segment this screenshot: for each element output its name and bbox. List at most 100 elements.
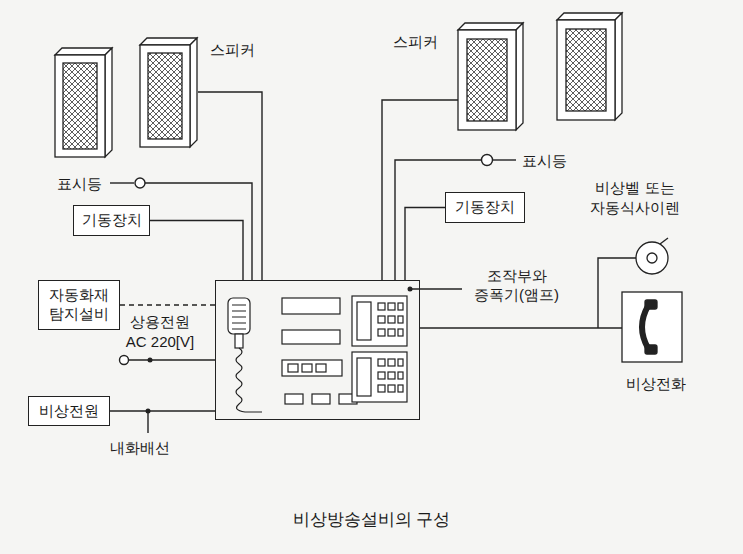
wire-connector [405,208,445,281]
amplifier-panel [352,296,407,346]
speaker-symbol [615,13,622,120]
amplifier-panel [378,316,385,323]
trigger-box: 기동장치 [445,192,525,223]
indicator-lamp [120,155,493,365]
fire-detector-box: 자동화재 탐지설비 [38,280,120,330]
signal-wire [493,159,516,160]
speaker-symbol [557,20,615,120]
speaker-symbol [467,39,507,121]
amplifier-panel [398,372,403,379]
speaker-symbol [105,48,112,157]
speaker-symbol [55,48,112,55]
node-text: 자동화재 탐지설비 [45,286,113,324]
speaker-symbol [566,29,606,111]
node-text: 기동장치 [82,211,142,230]
speaker-symbol [516,23,523,130]
microphone-symbol [232,305,246,329]
bell-symbol [647,253,657,263]
signal-wire [110,182,134,183]
microphone-symbol [228,298,262,412]
amplifier-panel [357,358,371,396]
speaker-symbol [55,55,105,157]
node-text: 기동장치 [455,198,515,217]
junction-dot [408,287,413,292]
node-text: 비상전원 [39,402,99,421]
amplifier-panel [316,364,326,372]
bell-label: 비상벨 또는 자동식사이렌 [585,178,685,217]
speaker-symbol [557,13,622,20]
speaker-symbol [148,53,182,139]
signal-wire [145,183,252,280]
wiring-label: 내화배선 [110,438,170,458]
amplifier-panel [378,329,385,336]
speaker-symbol [458,23,523,30]
speaker-symbol [63,63,97,149]
bell-symbol [636,242,668,274]
amplifier-panel [282,298,340,314]
amplifier-panel [388,359,395,366]
indicator-lamp [135,178,145,188]
signal-wire [420,327,622,328]
microphone-symbol [236,348,262,412]
power-label: 상용전원 AC 220[V] [120,312,200,351]
amplifier-panel [378,372,385,379]
amplifier-panel [282,296,407,404]
bell-symbol [660,238,668,244]
amplifier-panel [388,316,395,323]
amplifier-unit: 조작부와 증폭기(앰프) [215,280,420,420]
signal-wire [382,100,458,280]
amplifier-panel [388,385,395,392]
phone-label: 비상전화 [626,374,686,394]
speaker-symbol [140,45,190,147]
amplifier-panel [352,352,407,402]
emergency-power-box: 비상전원 [28,396,110,426]
microphone-symbol [235,334,243,348]
speaker-symbol [140,38,197,45]
amplifier-panel [398,329,403,336]
amplifier-panel [388,329,395,336]
junction-dot [148,358,153,363]
lamp-label: 표시등 [522,151,567,171]
phone-symbol [645,345,657,354]
phone-symbol [645,300,657,309]
amplifier-panel [288,364,298,372]
indicator-lamp [120,356,129,365]
amplifier-panel [357,302,371,340]
speaker-symbol [190,38,197,147]
wire-connector [120,304,215,305]
amplifier-panel [282,360,342,376]
signal-wire [147,411,148,433]
amplifier-panel [398,303,403,310]
microphone-symbol [228,298,250,334]
speaker-label: 스피커 [393,32,438,52]
amplifier-panel [388,303,395,310]
signal-wire [410,288,462,289]
indicator-lamp [482,155,493,166]
signal-wire [110,92,636,433]
trigger-box: 기동장치 [73,205,150,236]
speaker-symbol [55,13,622,157]
amplifier-panel [378,303,385,310]
amplifier-panel [378,359,385,366]
amplifier-panel [285,394,303,404]
amplifier-panel [398,385,403,392]
lamp-label: 표시등 [57,174,102,194]
bell-symbol [636,238,668,274]
figure-caption: 비상방송설비의 구성 [0,508,743,531]
wire-connector [150,221,243,281]
wire-connector [110,410,215,411]
amplifier-panel [398,316,403,323]
amplifier-panel [398,359,403,366]
phone-symbol [622,292,682,362]
amplifier-panel [302,364,312,372]
speaker-symbol [458,30,516,130]
amplifier-panel [312,394,330,404]
signal-wire [128,359,215,360]
node-text: 조작부와 증폭기(앰프) [469,267,564,305]
speaker-label: 스피커 [210,40,255,60]
phone-symbol [642,306,648,348]
amplifier-panel [388,372,395,379]
